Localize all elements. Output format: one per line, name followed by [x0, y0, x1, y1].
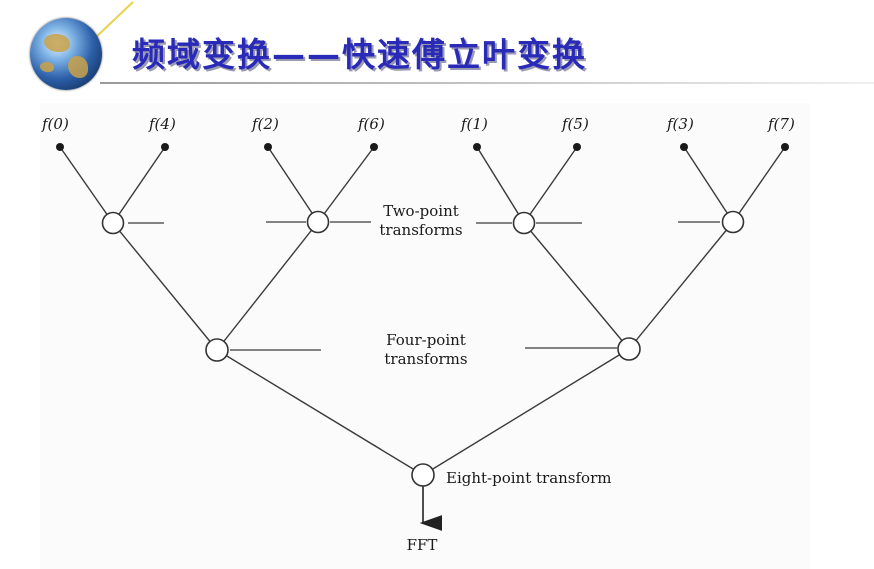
output-label: FFT — [407, 536, 438, 554]
edge-leaf-5 — [523, 146, 578, 224]
fft-butterfly-diagram: f(0) f(4) f(2) f(6) f(1) f(5) f(3) f(7) Two-poin… — [0, 95, 874, 569]
input-node-1 — [161, 143, 169, 151]
input-node-6 — [680, 143, 688, 151]
two-point-node-0 — [101, 211, 125, 235]
input-label-0: f(0) — [41, 115, 69, 133]
input-label-3: f(6) — [357, 115, 385, 133]
input-node-7 — [781, 143, 789, 151]
edge-leaf-6 — [683, 146, 734, 223]
two-point-label: Two-point — [383, 202, 459, 220]
edge-two-point-3 — [628, 221, 734, 350]
page-title: 频域变换——快速傅立叶变换 — [132, 35, 587, 74]
edge-leaf-3 — [317, 146, 375, 223]
input-label-5: f(5) — [561, 115, 589, 133]
four-point-label: Four-point — [386, 331, 466, 349]
two-point-node-2 — [512, 211, 536, 235]
figure-background — [40, 103, 810, 569]
fft-tree-svg: f(0) f(4) f(2) f(6) f(1) f(5) f(3) f(7) Two-poin… — [41, 115, 795, 554]
globe-logo-icon — [30, 18, 102, 90]
eight-point-node — [411, 463, 435, 487]
edge-leaf-4 — [476, 146, 525, 224]
edge-leaf-1 — [112, 146, 166, 224]
two-point-node-3 — [721, 210, 745, 234]
four-point-node-1 — [617, 337, 641, 361]
two-point-label: transforms — [379, 221, 462, 239]
edge-two-point-1 — [216, 221, 319, 351]
input-label-1: f(4) — [148, 115, 176, 133]
input-label-4: f(1) — [460, 115, 488, 133]
title-bar: 频域变换——快速傅立叶变换 — [0, 0, 874, 95]
edge-leaf-2 — [267, 146, 319, 223]
eight-point-label: Eight-point transform — [446, 469, 611, 487]
edge-leaf-0 — [59, 146, 114, 224]
edge-leaf-7 — [732, 146, 786, 223]
input-node-5 — [573, 143, 581, 151]
four-point-label: transforms — [384, 350, 467, 368]
edge-four-point-0 — [216, 349, 424, 476]
title-divider — [100, 82, 874, 84]
input-label-2: f(2) — [251, 115, 279, 133]
edge-two-point-2 — [523, 222, 630, 350]
four-point-node-0 — [205, 338, 229, 362]
input-node-0 — [56, 143, 64, 151]
input-node-4 — [473, 143, 481, 151]
edge-four-point-1 — [422, 348, 630, 476]
pen-decoration — [94, 1, 134, 39]
input-label-6: f(3) — [666, 115, 694, 133]
input-node-2 — [264, 143, 272, 151]
input-node-3 — [370, 143, 378, 151]
edge-two-point-0 — [112, 222, 218, 351]
two-point-node-1 — [306, 210, 330, 234]
input-label-7: f(7) — [767, 115, 795, 133]
